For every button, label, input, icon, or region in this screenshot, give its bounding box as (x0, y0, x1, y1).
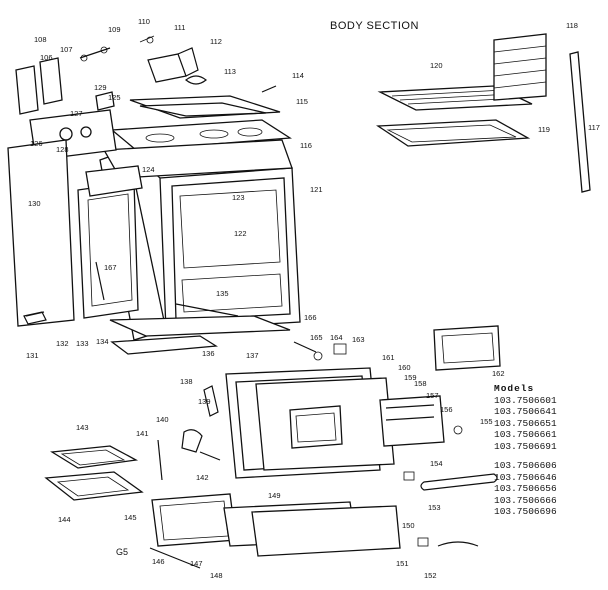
label-153: 153 (428, 503, 441, 512)
model-number: 103.7506606 (494, 460, 557, 471)
label-126: 126 (30, 139, 43, 148)
label-147: 147 (190, 559, 203, 568)
model-number: 103.7506601 (494, 394, 557, 406)
label-121: 121 (310, 185, 323, 194)
label-148: 148 (210, 571, 223, 580)
label-112: 112 (210, 37, 222, 46)
label-154: 154 (430, 459, 443, 468)
label-108: 108 (34, 35, 47, 44)
label-155: 155 (480, 417, 493, 426)
label-125: 125 (108, 93, 121, 102)
label-162: 162 (492, 369, 505, 378)
label-111: 111 (174, 23, 185, 32)
label-134: 134 (96, 337, 109, 346)
label-157: 157 (426, 391, 439, 400)
label-166: 166 (304, 313, 317, 322)
label-167: 167 (104, 263, 117, 272)
label-141: 141 (136, 429, 149, 438)
model-number: 103.7506656 (494, 483, 557, 494)
label-135: 135 (216, 289, 229, 298)
label-138: 138 (180, 377, 193, 386)
bottom-tray (109, 303, 291, 355)
door-hinges (157, 429, 221, 481)
model-number: 103.7506666 (494, 494, 557, 506)
label-131: 131 (26, 351, 39, 360)
cooktop-assembly (102, 95, 293, 179)
label-118: 118 (566, 21, 578, 30)
label-107: 107 (60, 45, 73, 54)
side-panel (7, 139, 143, 327)
label-106: 106 (40, 53, 53, 62)
label-139: 139 (198, 397, 211, 406)
label-129: 129 (94, 83, 107, 92)
label-161: 161 (382, 353, 395, 362)
label-124: 124 (142, 165, 155, 174)
label-130: 130 (28, 199, 41, 208)
model-number: 103.7506651 (494, 417, 557, 429)
window-frame (433, 325, 501, 371)
oven-door-assembly (203, 341, 463, 479)
label-140: 140 (156, 415, 169, 424)
diagram-title: BODY SECTION (330, 20, 419, 32)
label-159: 159 (404, 373, 417, 382)
label-164: 164 (330, 333, 343, 342)
label-128: 128 (56, 145, 69, 154)
label-160: 160 (398, 363, 411, 372)
label-113: 113 (224, 67, 236, 76)
label-115: 115 (296, 97, 308, 106)
model-number: 103.7506691 (494, 440, 557, 452)
label-114: 114 (292, 71, 304, 80)
label-144: 144 (58, 515, 71, 524)
model-numbers-list: Models 103.7506601 103.7506641 103.75066… (494, 383, 606, 518)
label-136: 136 (202, 349, 215, 358)
label-150: 150 (402, 521, 415, 530)
label-116: 116 (300, 141, 312, 150)
label-122: 122 (234, 229, 247, 238)
label-145: 145 (124, 513, 137, 522)
drawer-hardware (403, 471, 498, 547)
label-133: 133 (76, 339, 89, 348)
label-143: 143 (76, 423, 89, 432)
label-109: 109 (108, 25, 121, 34)
label-137: 137 (246, 351, 259, 360)
label-127: 127 (70, 109, 83, 118)
label-142: 142 (196, 473, 209, 482)
label-152: 152 (424, 571, 437, 580)
label-149: 149 (268, 491, 281, 500)
models-header: Models (494, 383, 535, 394)
label-120: 120 (430, 61, 443, 70)
label-119: 119 (538, 125, 550, 134)
label-151: 151 (396, 559, 409, 568)
oven-racks (376, 33, 591, 193)
model-number: 103.7506661 (494, 429, 557, 440)
diagram-code: G5 (116, 547, 129, 557)
broiler-pans (44, 445, 144, 501)
label-117: 117 (588, 123, 600, 132)
label-146: 146 (152, 557, 165, 566)
label-156: 156 (440, 405, 453, 414)
label-158: 158 (414, 379, 427, 388)
upper-burner-parts (139, 35, 277, 93)
model-number: 103.7506696 (494, 506, 557, 517)
label-132: 132 (56, 339, 69, 348)
label-163: 163 (352, 335, 365, 344)
label-165: 165 (310, 333, 323, 342)
model-number: 103.7506641 (494, 406, 557, 417)
label-110: 110 (138, 17, 150, 26)
label-123: 123 (232, 193, 245, 202)
model-number: 103.7506646 (494, 471, 557, 483)
storage-drawer (149, 493, 401, 569)
